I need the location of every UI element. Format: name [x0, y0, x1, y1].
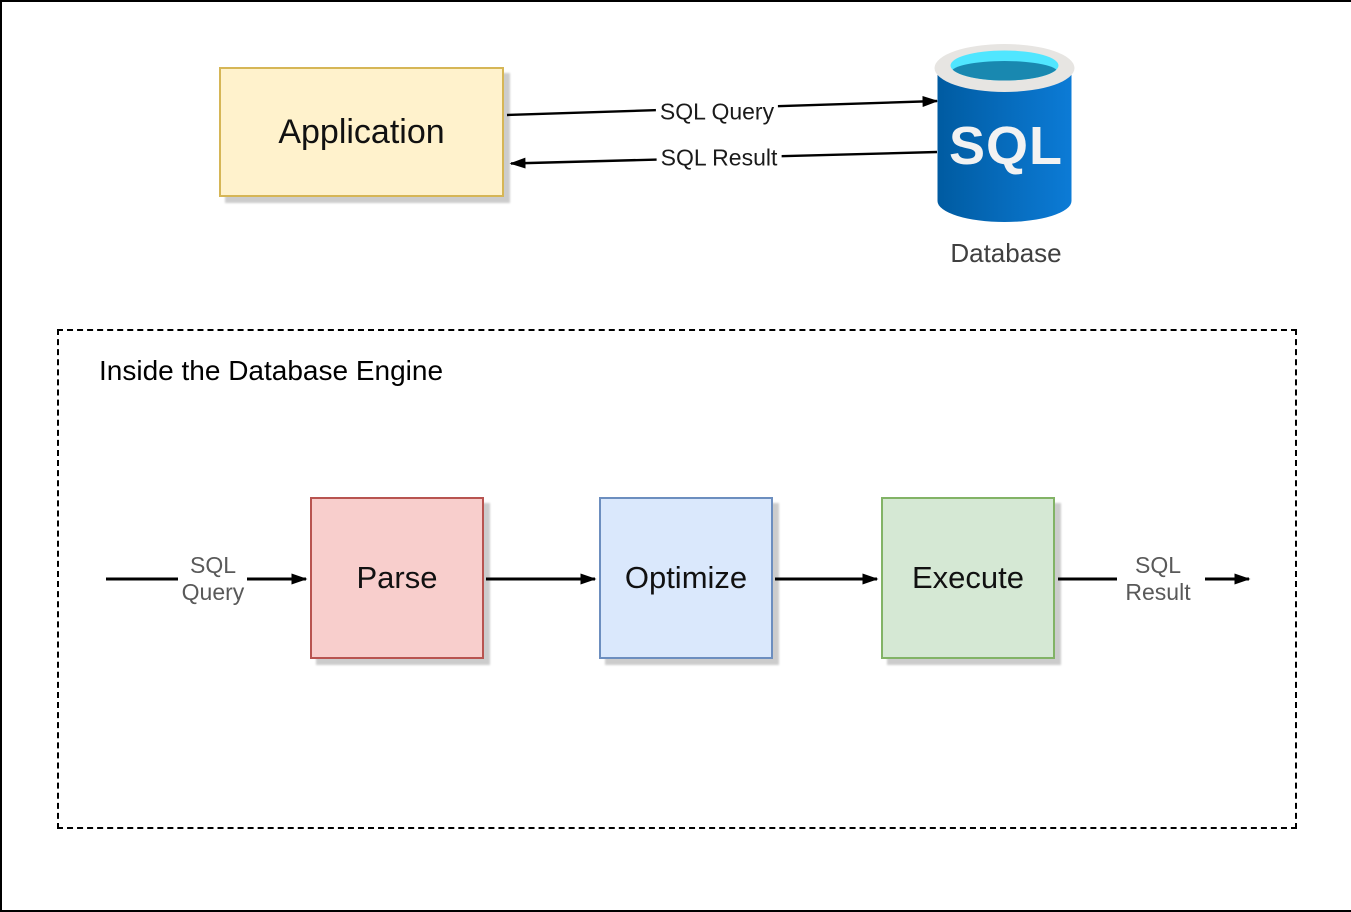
- engine-boundary: [57, 329, 1297, 829]
- sql-database-icon-text: SQL: [948, 116, 1064, 176]
- parse-node: Parse: [310, 497, 484, 659]
- flow-input-label: SQL Query: [181, 551, 245, 605]
- database-label: Database: [950, 238, 1062, 268]
- flow-output-label: SQL Result: [1125, 551, 1191, 605]
- engine-title: Inside the Database Engine: [99, 355, 444, 386]
- execute-node: Execute: [881, 497, 1055, 659]
- execute-label: Execute: [911, 560, 1024, 595]
- application-node: Application: [219, 67, 504, 197]
- sql-result-arrow-label: SQL Result: [656, 144, 782, 172]
- parse-label: Parse: [356, 560, 438, 595]
- application-label: Application: [278, 112, 445, 151]
- sql-query-arrow-label: SQL Query: [655, 98, 779, 126]
- optimize-node: Optimize: [599, 497, 773, 659]
- sql-database-icon: [934, 44, 1075, 222]
- optimize-label: Optimize: [624, 560, 748, 595]
